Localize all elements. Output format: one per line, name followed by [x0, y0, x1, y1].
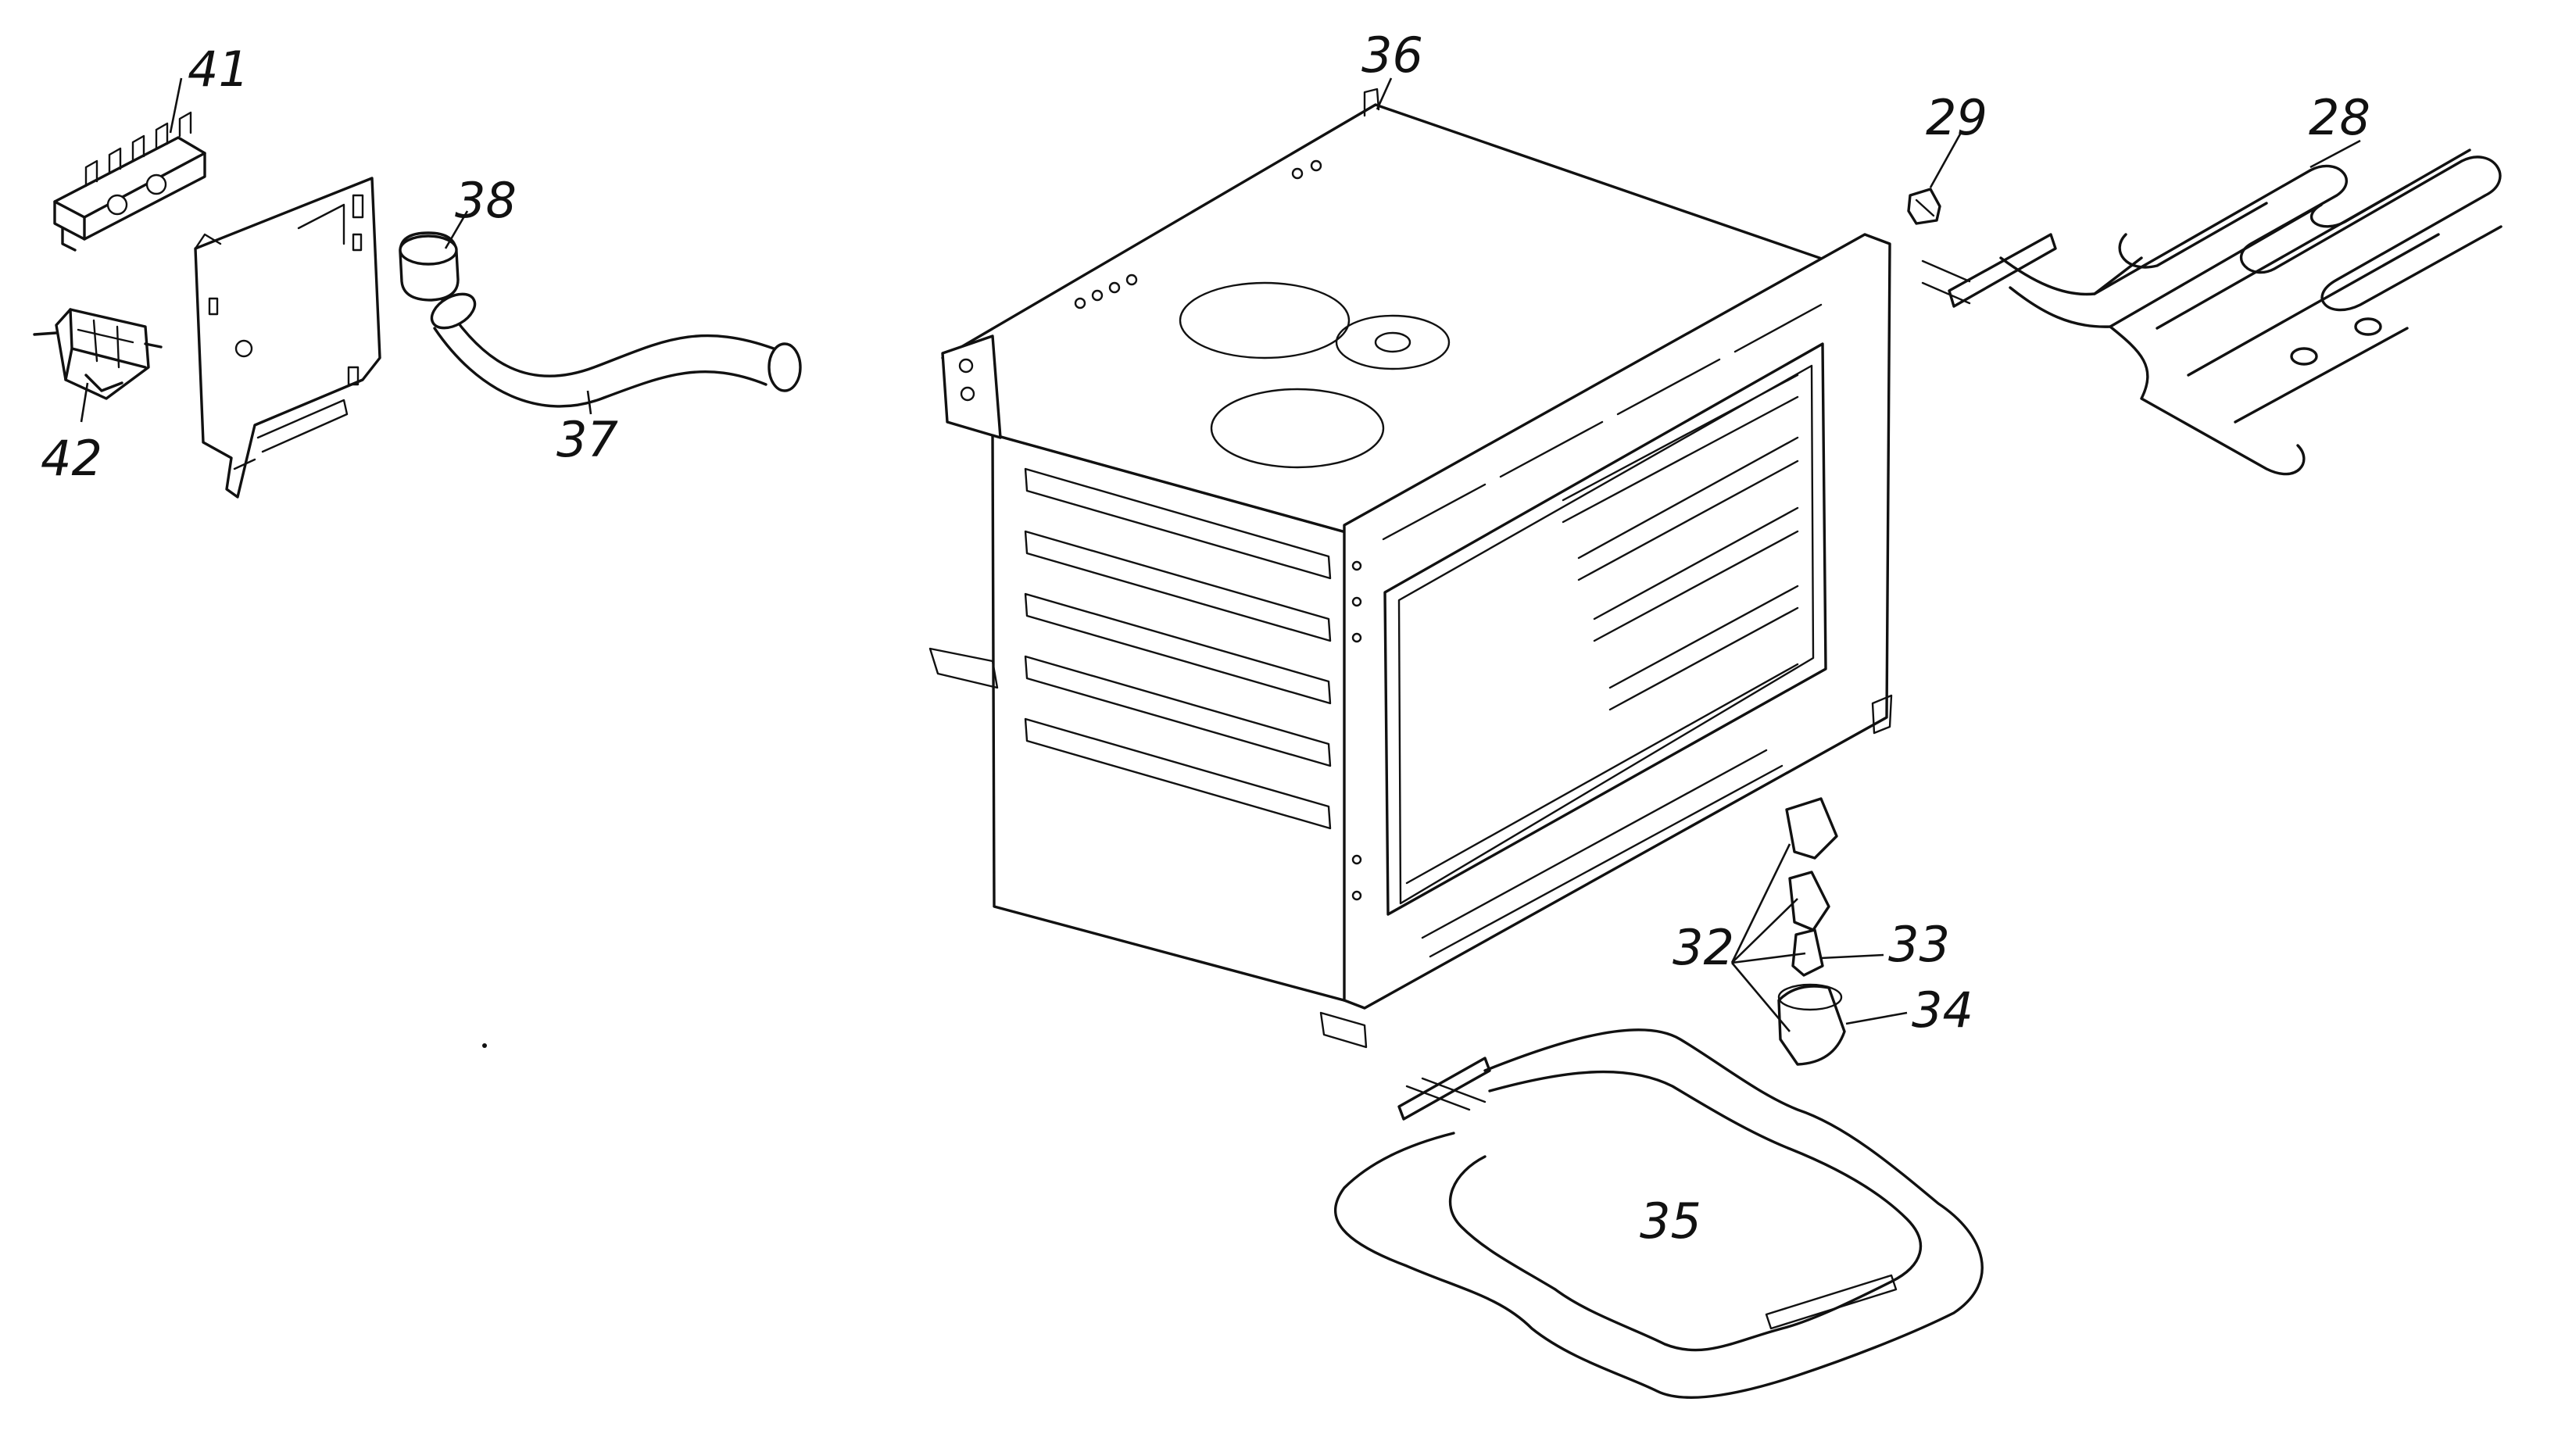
- lamp-holder-part-34: [1777, 983, 1846, 1066]
- leader-28: [2309, 139, 2361, 169]
- leader-32: [1730, 843, 1806, 1032]
- leader-41: [169, 77, 183, 134]
- part-number-34: 34: [1912, 982, 1973, 1039]
- leader-42: [80, 382, 89, 423]
- mounting-bracket: [194, 177, 381, 499]
- stray-dot: [482, 1043, 487, 1048]
- bottom-element-part-35: [1334, 1028, 1984, 1399]
- grill-element-part-28: [1921, 148, 2503, 476]
- part-number-32: 32: [1673, 919, 1734, 976]
- leader-34: [1845, 1011, 1908, 1025]
- part-number-29: 29: [1926, 89, 1987, 146]
- leader-38: [444, 210, 469, 249]
- leader-37: [586, 390, 592, 415]
- hose-cap-part-38: [399, 231, 460, 302]
- part-number-35: 35: [1640, 1193, 1701, 1250]
- part-number-37: 37: [556, 411, 618, 468]
- part-number-41: 41: [188, 41, 249, 98]
- part-number-42: 42: [41, 430, 102, 487]
- part-number-36: 36: [1361, 27, 1423, 84]
- leader-33: [1820, 953, 1884, 960]
- leader-29: [1929, 131, 1963, 188]
- oven-cavity-part-36: [928, 88, 1893, 1049]
- part-number-28: 28: [2309, 89, 2370, 146]
- hose-part-37: [430, 292, 802, 408]
- part-number-33: 33: [1888, 916, 1950, 973]
- part-number-38: 38: [455, 172, 517, 229]
- terminal-block-part-41: [53, 111, 206, 252]
- switch-part-42: [33, 308, 163, 400]
- lamp-assembly-part-32: [1785, 797, 1838, 932]
- lamp-bulb-part-33: [1791, 928, 1824, 977]
- leader-36: [1376, 77, 1393, 110]
- clip-part-29: [1907, 188, 1941, 225]
